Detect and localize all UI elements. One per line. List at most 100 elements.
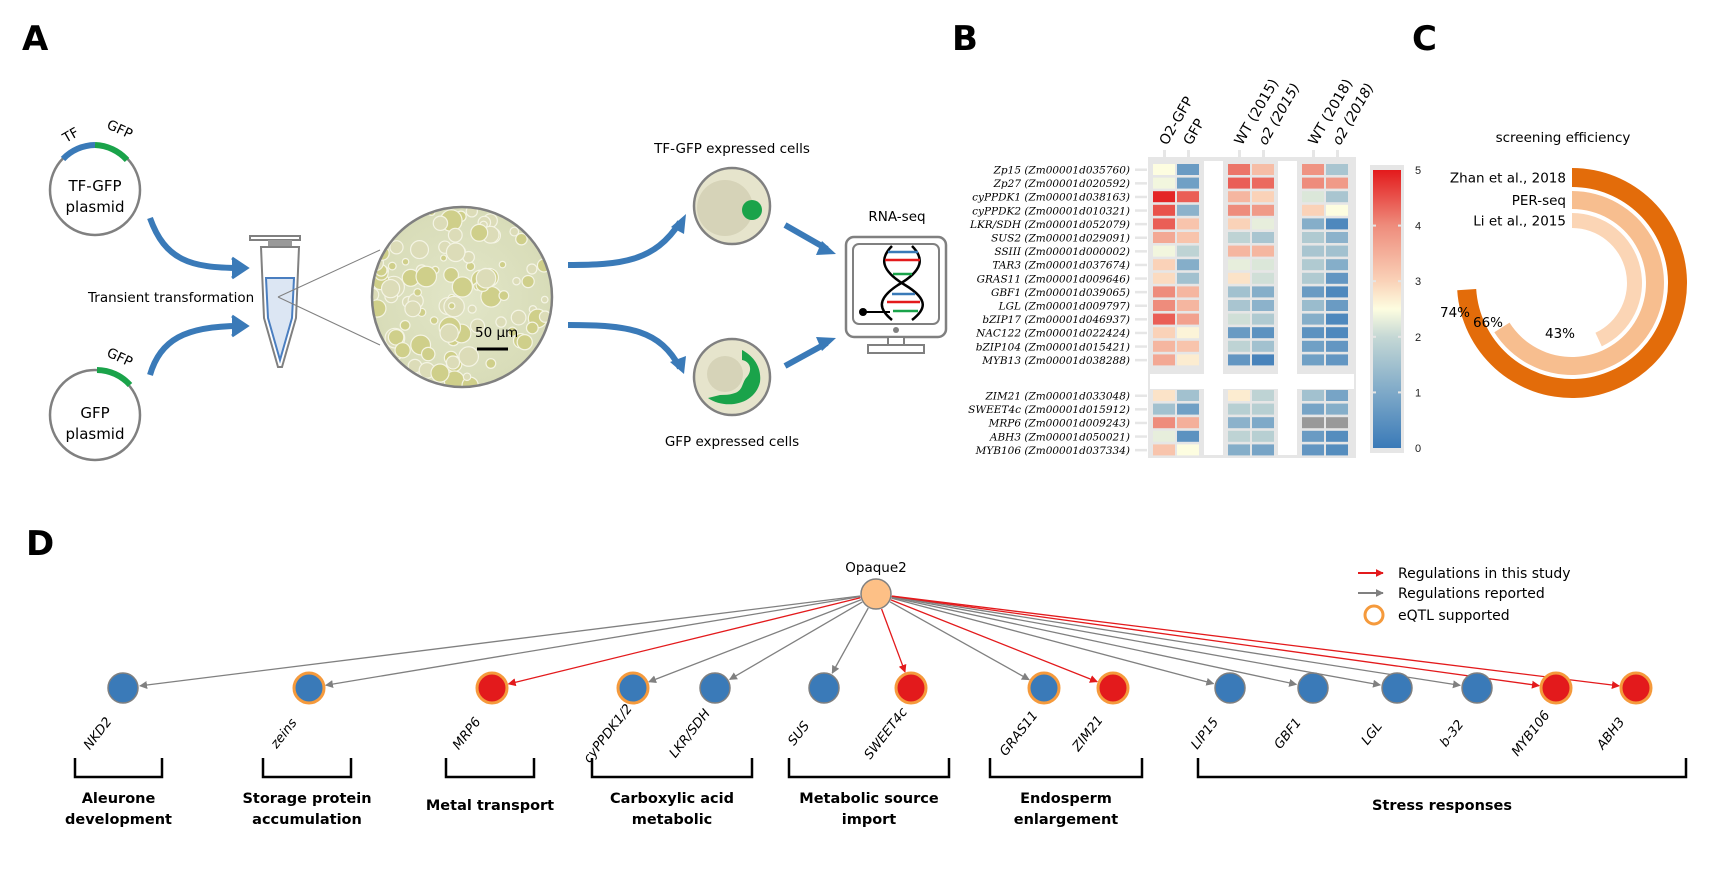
cell-dot bbox=[470, 223, 489, 242]
scale-tick-mark bbox=[1398, 224, 1404, 227]
row-tick bbox=[1135, 290, 1147, 294]
heatmap-cell bbox=[1252, 177, 1274, 189]
radial-bar-2 bbox=[1572, 213, 1642, 347]
zoom-line bbox=[277, 249, 381, 298]
panel-letter-b: B bbox=[952, 19, 978, 59]
gene-node bbox=[1619, 671, 1653, 705]
row-label: TAR3 (Zm00001d037674) bbox=[992, 260, 1130, 272]
heatmap-cell bbox=[1228, 354, 1250, 366]
heatmap-cell bbox=[1252, 232, 1274, 243]
edge-abh3 bbox=[891, 595, 1620, 689]
heatmap-cell bbox=[1252, 164, 1274, 175]
row-label: bZIP17 (Zm00001d046937) bbox=[982, 314, 1130, 326]
heatmap-cell bbox=[1153, 403, 1175, 415]
cell-dot bbox=[443, 266, 460, 283]
scale-tick-label: 5 bbox=[1415, 165, 1421, 177]
cell-dot bbox=[381, 361, 391, 370]
cell-dot bbox=[421, 383, 429, 387]
row-tick bbox=[1135, 195, 1147, 199]
cell-dot bbox=[475, 268, 497, 289]
row-label: LKR/SDH (Zm00001d052079) bbox=[969, 219, 1130, 231]
heatmap-cell bbox=[1326, 286, 1348, 298]
heatmap-cell bbox=[1326, 340, 1348, 352]
edge-gras11 bbox=[889, 601, 1030, 681]
cell-dot bbox=[381, 228, 392, 238]
cell-dot bbox=[529, 352, 549, 372]
heatmap-cell bbox=[1177, 164, 1199, 175]
heatmap-cell bbox=[1177, 259, 1199, 271]
arrowhead bbox=[816, 241, 836, 255]
heatmap-cell bbox=[1302, 444, 1324, 456]
row-tick bbox=[1135, 394, 1147, 397]
cell-dot bbox=[495, 316, 507, 328]
cell-dot bbox=[387, 329, 405, 346]
heatmap-cell bbox=[1177, 430, 1199, 442]
network-legend: Regulations in this study Regulations re… bbox=[1358, 566, 1571, 626]
edge-zim21 bbox=[890, 599, 1098, 683]
heatmap-cell bbox=[1153, 245, 1175, 257]
row-label: bZIP104 (Zm00001d015421) bbox=[976, 341, 1130, 353]
column-tick bbox=[1312, 150, 1315, 159]
cell-dot bbox=[510, 309, 527, 326]
legend-reported-label: Regulations reported bbox=[1398, 586, 1545, 602]
heatmap-cell bbox=[1302, 286, 1324, 298]
cell-dot bbox=[432, 215, 449, 232]
gene-node-label: LKR/SDH bbox=[667, 707, 714, 762]
gene-node-label: b-32 bbox=[1437, 718, 1467, 750]
heatmap-cell bbox=[1177, 191, 1199, 203]
heatmap-cell bbox=[1252, 272, 1274, 284]
computer-dna-icon bbox=[844, 235, 948, 354]
arrow-to-gfp-cells bbox=[567, 322, 683, 370]
cell-dot bbox=[445, 355, 461, 370]
heatmap-cell bbox=[1153, 177, 1175, 189]
gene-node bbox=[1381, 672, 1413, 704]
heatmap-cell bbox=[1252, 286, 1274, 298]
gfp-segment bbox=[94, 142, 130, 163]
row-tick bbox=[1135, 263, 1147, 267]
plasmid-line2: plasmid bbox=[66, 198, 125, 216]
cell-dot bbox=[389, 240, 404, 255]
heatmap-cell bbox=[1252, 340, 1274, 352]
zoom-line bbox=[277, 296, 381, 346]
heatmap-cell bbox=[1302, 218, 1324, 230]
row-tick bbox=[1135, 345, 1147, 348]
cell-dot bbox=[430, 363, 450, 383]
heatmap-cell bbox=[1153, 300, 1175, 311]
category-bracket bbox=[590, 758, 754, 779]
category-label: Metabolic source bbox=[799, 791, 939, 807]
row-tick bbox=[1135, 421, 1147, 425]
cell-dot bbox=[516, 334, 533, 351]
cell-dot bbox=[404, 300, 422, 318]
heatmap-cell bbox=[1153, 340, 1175, 352]
scale-tick-mark bbox=[1370, 391, 1376, 394]
heatmap-cell bbox=[1228, 177, 1250, 189]
category-label: accumulation bbox=[252, 812, 362, 828]
series-name-label: Li et al., 2015 bbox=[1473, 214, 1566, 230]
heatmap-cell bbox=[1326, 272, 1348, 284]
heatmap-cell bbox=[1153, 444, 1175, 456]
edge-lgl bbox=[891, 596, 1382, 688]
plasmid-line2: plasmid bbox=[66, 425, 125, 443]
heatmap-cell bbox=[1326, 390, 1348, 401]
heatmap-cell bbox=[1326, 354, 1348, 366]
heatmap-cell bbox=[1302, 340, 1324, 352]
heatmap-cell bbox=[1302, 245, 1324, 257]
edge-gbf1 bbox=[891, 596, 1298, 687]
heatmap-cell bbox=[1326, 300, 1348, 311]
edge-lip15 bbox=[891, 597, 1215, 686]
heatmap-cell bbox=[1153, 354, 1175, 366]
heatmap-cell bbox=[1326, 164, 1348, 175]
row-label: Zp15 (Zm00001d035760) bbox=[993, 165, 1130, 177]
edge-cyppdk1-2 bbox=[648, 599, 862, 683]
gene-node bbox=[292, 671, 326, 705]
cell-dot bbox=[512, 276, 521, 286]
gene-node bbox=[475, 671, 509, 705]
heatmap-cell bbox=[1252, 204, 1274, 216]
heatmap-cell bbox=[1228, 286, 1250, 298]
cell-dot bbox=[372, 225, 386, 245]
category-label: enlargement bbox=[1014, 812, 1119, 828]
heatmap-cell bbox=[1153, 430, 1175, 442]
cell-dot bbox=[524, 370, 539, 385]
panel-letter-c: C bbox=[1412, 19, 1437, 59]
cell-dot bbox=[467, 304, 477, 314]
